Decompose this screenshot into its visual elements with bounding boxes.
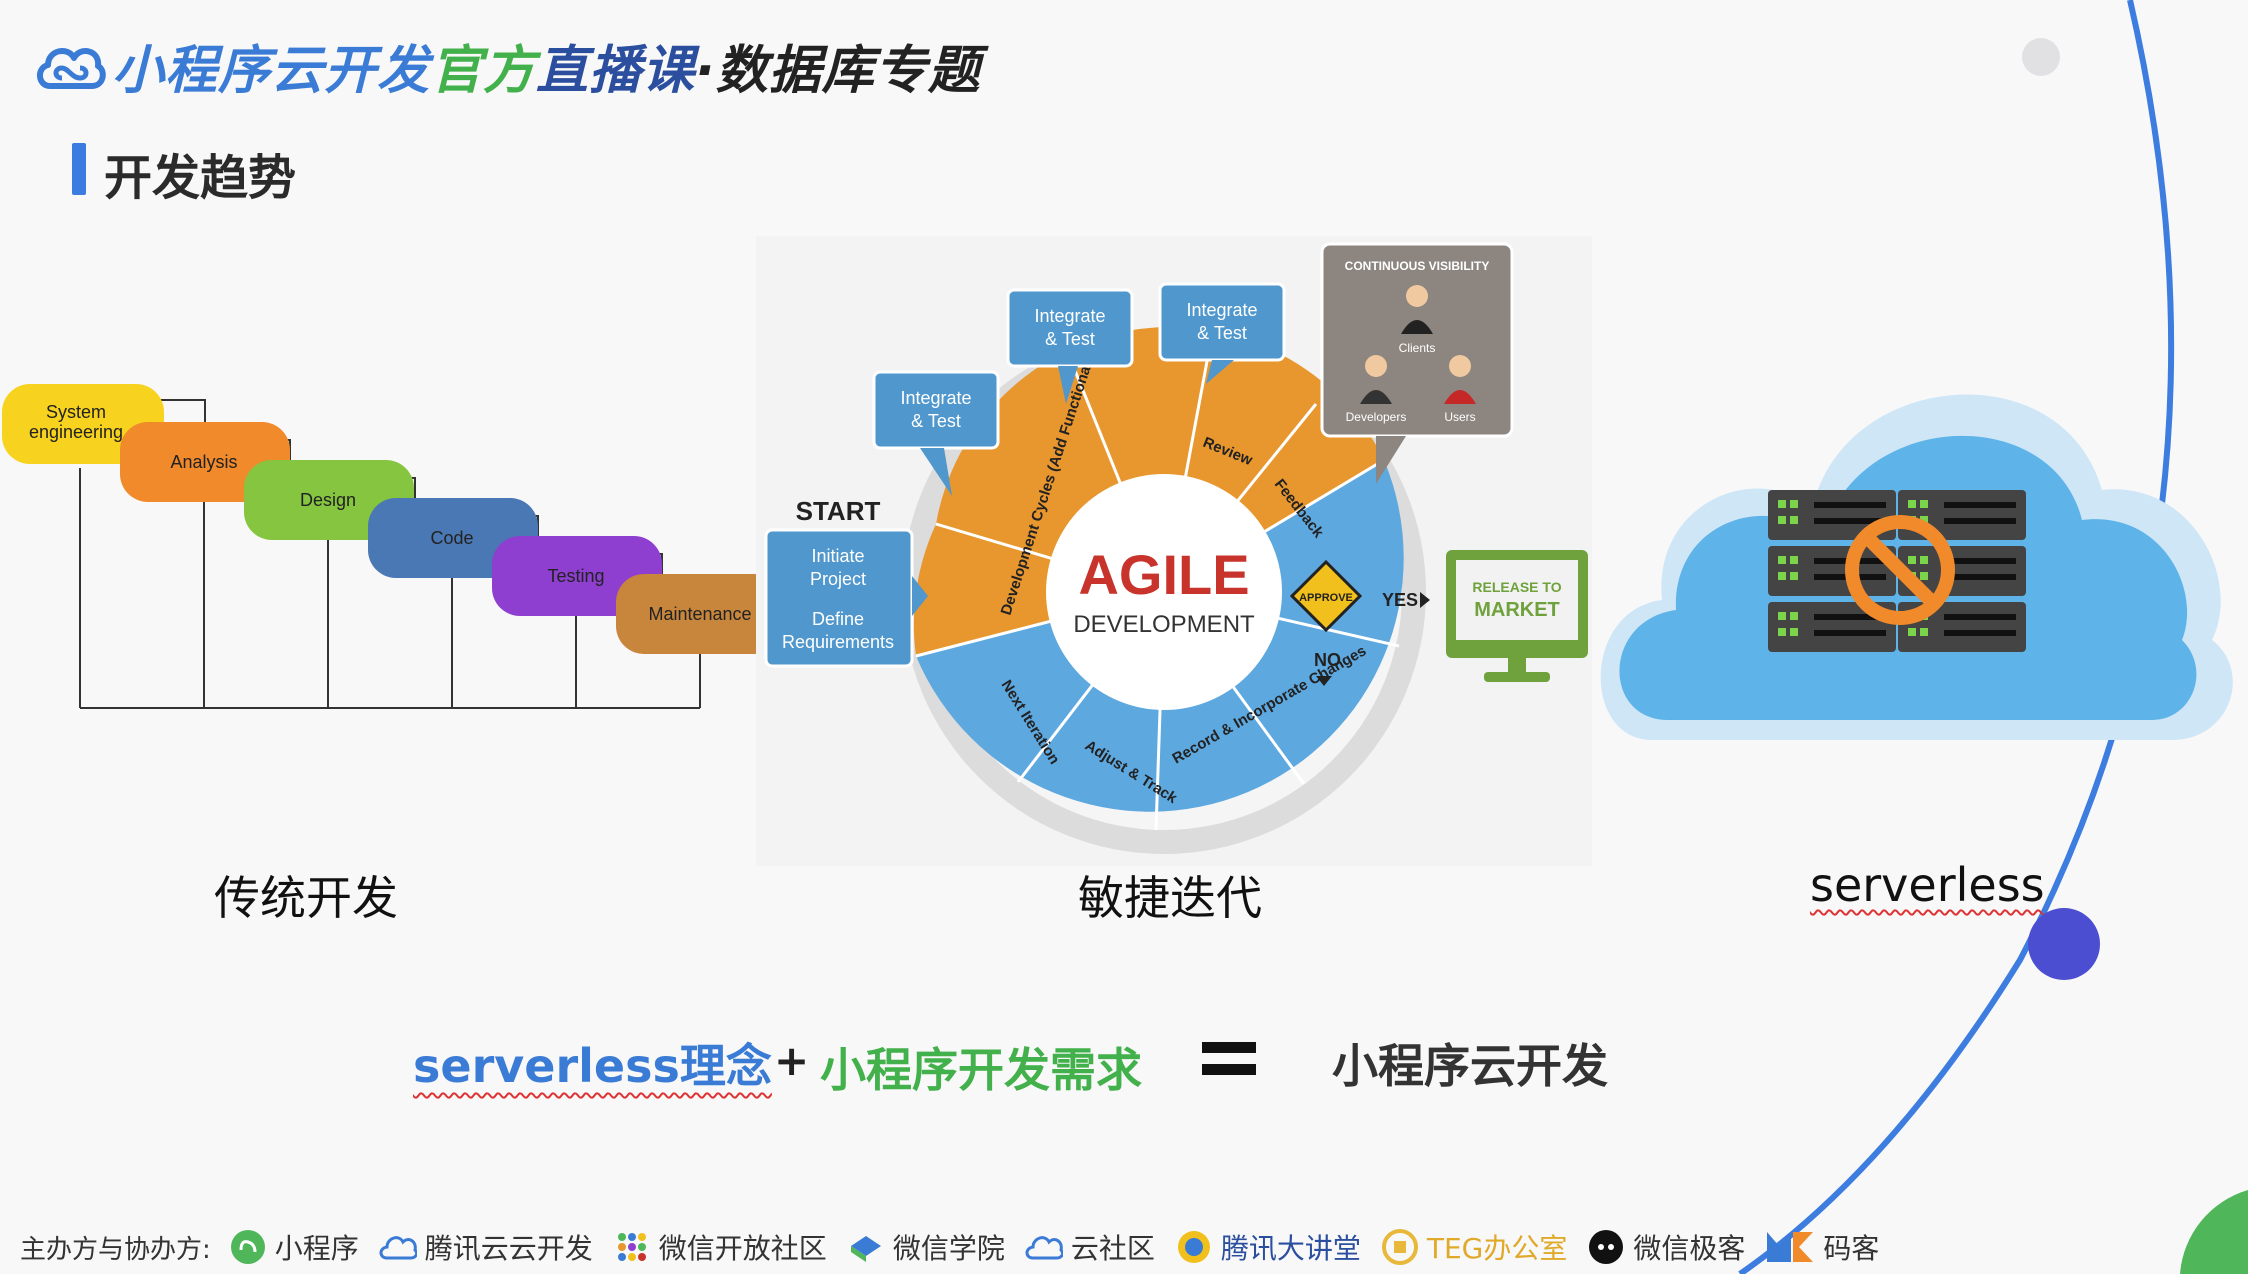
svg-text:Analysis: Analysis bbox=[170, 452, 237, 472]
sponsor-teg-office: TEG办公室 bbox=[1381, 1227, 1567, 1267]
svg-text:Users: Users bbox=[1444, 410, 1475, 424]
svg-text:System: System bbox=[46, 402, 106, 422]
sponsor-footer: 主办方与协办方: 小程序 腾讯云云开发 微信开放社区 微信学院 云社区 腾讯大讲… bbox=[20, 1224, 1899, 1270]
svg-text:Requirements: Requirements bbox=[782, 632, 894, 652]
caption-agile-iteration: 敏捷迭代 bbox=[1078, 871, 1262, 925]
section-accent-bar bbox=[72, 143, 86, 195]
sponsor-wechat-academy: 微信学院 bbox=[847, 1227, 1005, 1267]
caption-traditional-dev: 传统开发 bbox=[214, 871, 398, 925]
decorative-dot bbox=[2028, 908, 2100, 980]
serverless-illustration bbox=[1600, 394, 2233, 740]
release-to-market-monitor-icon: RELEASE TO MARKET bbox=[1446, 550, 1588, 682]
svg-text:Define: Define bbox=[812, 609, 864, 629]
page-title: 小程序云开发官方直播课·数据库专题 bbox=[112, 28, 981, 103]
title-part-database-topic: ·数据库专题 bbox=[695, 41, 981, 101]
waterfall-diagram: System engineering Analysis Design Code … bbox=[2, 384, 770, 709]
integrate-test-callout-2: Integrate & Test bbox=[1006, 288, 1134, 404]
footer-label: 主办方与协办方: bbox=[20, 1234, 211, 1265]
svg-text:& Test: & Test bbox=[1197, 323, 1247, 343]
equals-sign-icon bbox=[1202, 1042, 1256, 1075]
svg-text:Maintenance: Maintenance bbox=[648, 604, 751, 624]
sponsor-cloud-community: 云社区 bbox=[1025, 1227, 1155, 1267]
svg-text:& Test: & Test bbox=[911, 411, 961, 431]
agile-title: AGILE bbox=[1078, 543, 1249, 606]
sponsor-tencent-lecture: 腾讯大讲堂 bbox=[1175, 1227, 1361, 1267]
wechat-academy-icon bbox=[850, 1236, 881, 1262]
agile-subtitle: DEVELOPMENT bbox=[1073, 611, 1255, 638]
sponsor-mini-program: 小程序 bbox=[229, 1227, 359, 1267]
equation-plus-sign: + bbox=[774, 1036, 810, 1085]
continuous-visibility-box: CONTINUOUS VISIBILITY Clients Developers… bbox=[1320, 242, 1514, 484]
tencent-lecture-icon bbox=[1177, 1231, 1210, 1263]
sponsor-tencent-cloud-dev: 腾讯云云开发 bbox=[379, 1227, 593, 1267]
caption-serverless: serverless bbox=[1810, 858, 2045, 912]
prohibited-icon bbox=[1845, 515, 1955, 625]
sponsor-maker: 码客 bbox=[1765, 1227, 1879, 1267]
user-person-icon bbox=[1444, 355, 1476, 404]
svg-text:APPROVE: APPROVE bbox=[1299, 592, 1353, 604]
open-community-icon bbox=[617, 1233, 646, 1261]
svg-text:engineering: engineering bbox=[29, 422, 123, 442]
integrate-test-callout-3: Integrate & Test bbox=[1158, 282, 1286, 384]
waterfall-step-maintenance: Maintenance bbox=[616, 574, 770, 654]
svg-text:Project: Project bbox=[810, 569, 866, 589]
start-box: Initiate Project Define Requirements bbox=[764, 528, 928, 668]
tencent-cloud-icon bbox=[379, 1236, 417, 1260]
cloud-community-icon bbox=[1025, 1236, 1063, 1260]
svg-text:RELEASE TO: RELEASE TO bbox=[1472, 579, 1561, 595]
sponsor-wechat-open-community: 微信开放社区 bbox=[613, 1227, 827, 1267]
start-label: START bbox=[796, 496, 881, 526]
title-part-live-course: 直播课 bbox=[536, 41, 696, 101]
svg-text:Clients: Clients bbox=[1399, 341, 1436, 355]
svg-text:Design: Design bbox=[300, 490, 356, 510]
title-part-official: 官方 bbox=[430, 41, 537, 101]
svg-text:Testing: Testing bbox=[547, 566, 604, 586]
mini-program-icon bbox=[230, 1230, 265, 1264]
svg-text:Initiate: Initiate bbox=[811, 546, 864, 566]
equation-result: 小程序云开发 bbox=[1332, 1039, 1608, 1093]
decorative-dot bbox=[2022, 38, 2060, 76]
svg-text:& Test: & Test bbox=[1045, 329, 1095, 349]
svg-text:Integrate: Integrate bbox=[900, 388, 971, 408]
title-part-mini-program-cloud: 小程序云开发 bbox=[112, 41, 431, 101]
integrate-test-callout-1: Integrate & Test bbox=[872, 370, 1000, 496]
yes-label: YES bbox=[1382, 590, 1418, 610]
svg-text:Developers: Developers bbox=[1346, 410, 1407, 424]
svg-text:MARKET: MARKET bbox=[1474, 599, 1560, 621]
approve-badge: APPROVE bbox=[1289, 559, 1363, 633]
client-person-icon bbox=[1401, 285, 1433, 334]
equation-serverless-concept: serverless理念 bbox=[413, 1039, 772, 1093]
agile-diagram: AGILE DEVELOPMENT Development Cycles (Ad… bbox=[756, 236, 1592, 866]
equation-mini-program-needs: 小程序开发需求 bbox=[820, 1043, 1142, 1097]
sponsor-wechat-geek: 微信极客 bbox=[1587, 1227, 1745, 1267]
section-title: 开发趋势 bbox=[104, 150, 297, 206]
svg-text:CONTINUOUS VISIBILITY: CONTINUOUS VISIBILITY bbox=[1345, 259, 1490, 273]
developer-person-icon bbox=[1360, 355, 1392, 404]
svg-text:Code: Code bbox=[430, 528, 473, 548]
no-label: NO bbox=[1314, 650, 1341, 670]
svg-text:Integrate: Integrate bbox=[1034, 306, 1105, 326]
teg-office-icon bbox=[1381, 1229, 1418, 1265]
svg-text:Integrate: Integrate bbox=[1186, 300, 1257, 320]
wechat-geek-icon bbox=[1589, 1230, 1624, 1264]
cloud-logo-icon bbox=[37, 47, 106, 89]
maker-logo-icon bbox=[1767, 1232, 1814, 1262]
